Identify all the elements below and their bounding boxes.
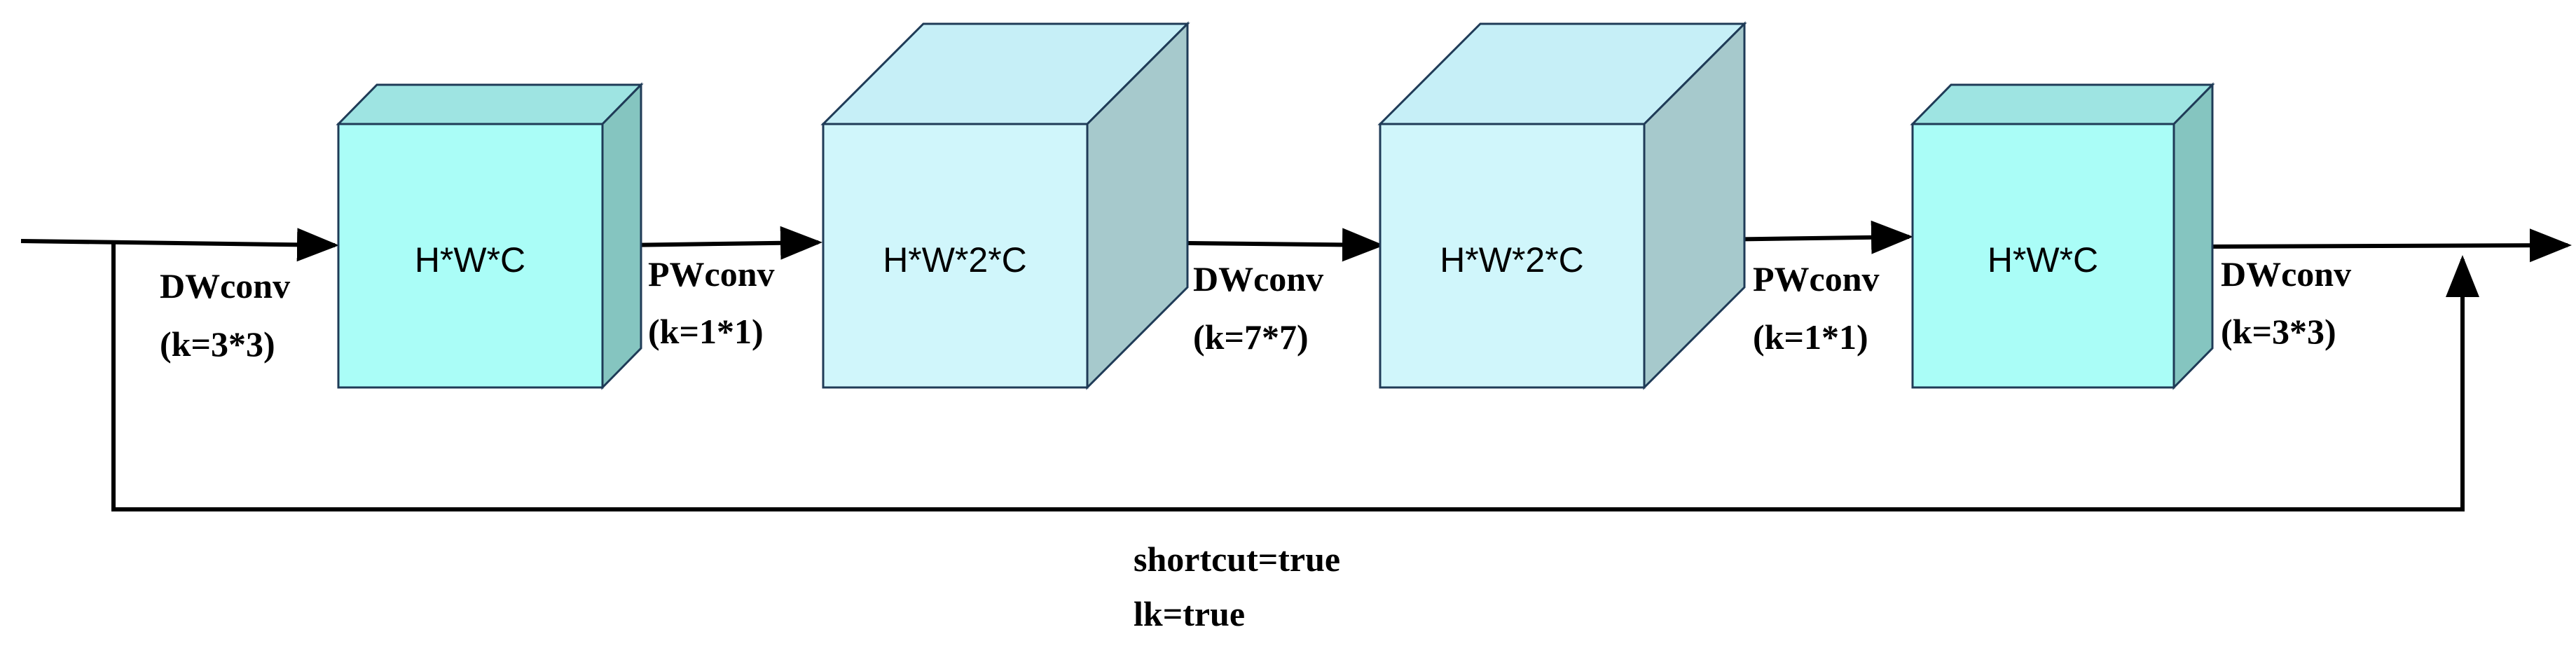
op-4-kernel: (k=1*1) bbox=[1753, 317, 1868, 357]
cube-side-face bbox=[2172, 82, 2214, 390]
cube-front-face bbox=[337, 123, 604, 389]
op-4-name: PWconv bbox=[1753, 259, 1880, 298]
block-1-label: H*W*C bbox=[415, 240, 525, 280]
cube-side-face bbox=[601, 82, 642, 390]
feature-block-3: H*W*2*C bbox=[1377, 21, 1747, 390]
op-1-kernel: (k=3*3) bbox=[160, 324, 275, 364]
op-2-name: PWconv bbox=[648, 254, 775, 294]
feature-block-4: H*W*C bbox=[1910, 82, 2215, 390]
shortcut-path bbox=[111, 244, 2479, 511]
block-4-label: H*W*C bbox=[1988, 240, 2098, 280]
cube-front-face bbox=[1379, 123, 1646, 389]
block-3-label: H*W*2*C bbox=[1440, 240, 1584, 280]
cube-front-face bbox=[1911, 123, 2175, 389]
arrow-box1-box2 bbox=[621, 226, 822, 260]
arrow-box3-box4 bbox=[1712, 220, 1913, 254]
op-1-name: DWconv bbox=[160, 266, 290, 305]
shortcut-connection bbox=[20, 228, 2572, 511]
cube-front-face bbox=[822, 123, 1089, 389]
operation-labels: DWconv (k=3*3) PWconv (k=1*1) DWconv (k=… bbox=[160, 254, 2351, 364]
op-5-name: DWconv bbox=[2221, 254, 2351, 294]
lk-note: lk=true bbox=[1134, 594, 1245, 633]
notes: shortcut=true lk=true bbox=[1134, 540, 1340, 633]
op-5-kernel: (k=3*3) bbox=[2221, 312, 2336, 351]
feature-block-2: H*W*2*C bbox=[820, 21, 1190, 390]
shortcut-note: shortcut=true bbox=[1134, 540, 1340, 579]
cube-top-face bbox=[1910, 83, 2215, 125]
cube-top-face bbox=[336, 83, 644, 125]
op-3-name: DWconv bbox=[1193, 259, 1323, 298]
input-line bbox=[20, 228, 339, 262]
feature-block-1: H*W*C bbox=[336, 82, 644, 390]
block-2-label: H*W*2*C bbox=[883, 240, 1027, 280]
output-line bbox=[2199, 228, 2572, 263]
op-2-kernel: (k=1*1) bbox=[648, 312, 764, 351]
op-3-kernel: (k=7*7) bbox=[1193, 317, 1309, 357]
